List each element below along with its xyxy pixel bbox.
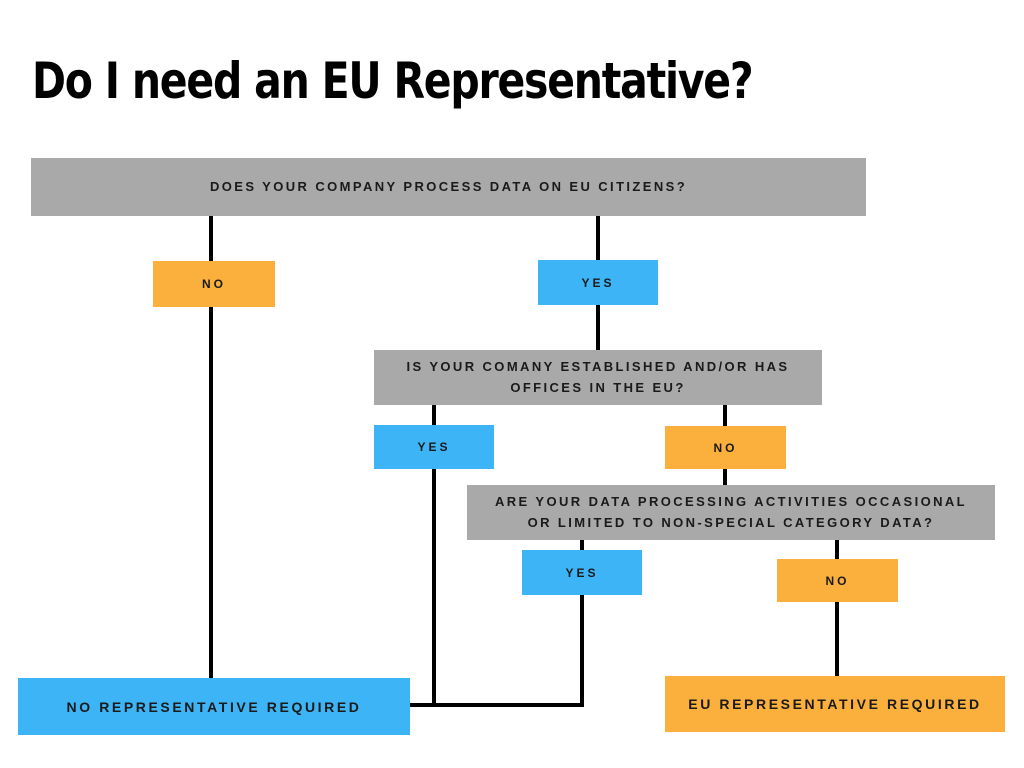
question-3-box: ARE YOUR DATA PROCESSING ACTIVITIES OCCA… [467, 485, 995, 540]
connector-q2-yes-down [432, 405, 436, 707]
outcome-eu-representative: EU REPRESENTATIVE REQUIRED [665, 676, 1005, 732]
question-1-text: DOES YOUR COMPANY PROCESS DATA ON EU CIT… [209, 178, 688, 194]
answer-q3-yes: YES [522, 550, 642, 595]
answer-q1-no: NO [153, 261, 275, 307]
page-title: Do I need an EU Representative? [32, 52, 754, 110]
answer-q1-yes: YES [538, 260, 658, 305]
answer-q1-no-label: NO [202, 277, 226, 291]
question-1-box: DOES YOUR COMPANY PROCESS DATA ON EU CIT… [31, 158, 866, 216]
connector-q1-no-to-no-rep [209, 216, 213, 678]
outcome-eu-representative-text: EU REPRESENTATIVE REQUIRED [688, 696, 982, 712]
answer-q3-yes-label: YES [565, 565, 599, 580]
connector-horizontal-to-no-rep [410, 703, 584, 707]
connector-q3-no-to-eu-rep [835, 540, 839, 676]
question-3-text: ARE YOUR DATA PROCESSING ACTIVITIES OCCA… [494, 494, 968, 530]
outcome-no-representative-text: NO REPRESENTATIVE REQUIRED [66, 698, 362, 715]
question-2-box: IS YOUR COMANY ESTABLISHED AND/OR HAS OF… [374, 350, 822, 405]
answer-q3-no: NO [777, 559, 898, 602]
answer-q3-no-label: NO [825, 573, 850, 588]
connector-q3-yes-down [580, 540, 584, 707]
answer-q2-yes-label: YES [417, 440, 451, 454]
question-2-text: IS YOUR COMANY ESTABLISHED AND/OR HAS OF… [406, 359, 790, 395]
answer-q2-yes: YES [374, 425, 494, 469]
answer-q1-yes-label: YES [581, 275, 615, 290]
answer-q2-no-label: NO [713, 440, 738, 455]
outcome-no-representative: NO REPRESENTATIVE REQUIRED [18, 678, 410, 735]
answer-q2-no: NO [665, 426, 786, 469]
